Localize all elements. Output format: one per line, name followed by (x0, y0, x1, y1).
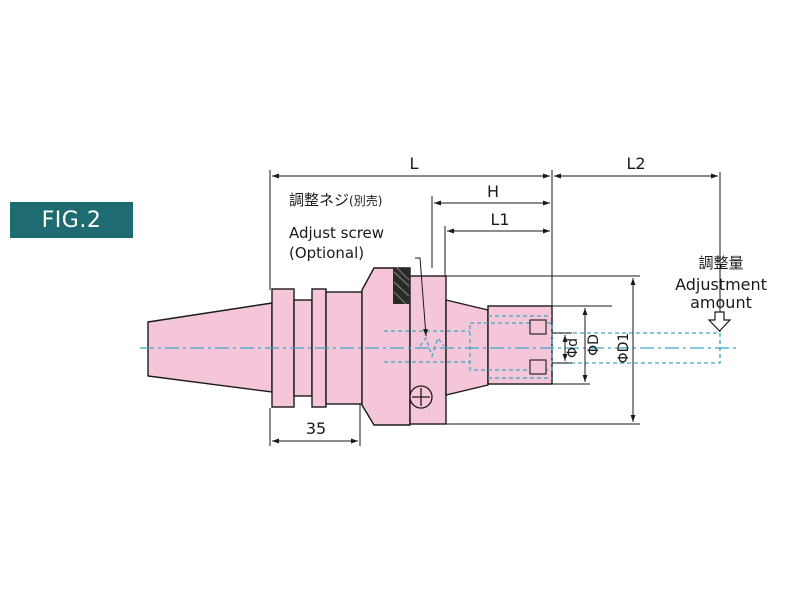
adjustment-arrow-icon (707, 311, 732, 332)
dimension-lines (272, 173, 718, 444)
figure-label: FIG.2 (10, 202, 133, 238)
adjust-screw-label-en: Adjust screw (289, 224, 384, 242)
label-L2: L2 (626, 154, 645, 173)
adjust-screw-leader (415, 257, 428, 337)
label-L1: L1 (490, 210, 509, 229)
label-phi-D1: ΦD1 (616, 333, 632, 364)
holder-body (147, 267, 553, 426)
extension-lines (269, 170, 721, 446)
label-phi-d: Φd (565, 338, 581, 358)
adjust-screw-label-optional: (Optional) (289, 244, 364, 262)
label-L: L (410, 154, 419, 173)
adjust-amount-label-amount: amount (690, 293, 752, 312)
knurled-ring (393, 267, 410, 305)
main-body (361, 267, 411, 426)
adjust-screw-label-jp: 調整ネジ(別売) (289, 191, 382, 209)
neck (325, 291, 363, 405)
hidden-lines (384, 315, 553, 379)
adjust-amount-label-jp: 調整量 (698, 254, 743, 272)
collet-jaws (529, 319, 547, 375)
label-35: 35 (306, 419, 326, 438)
cross-hole (409, 385, 433, 409)
label-H: H (487, 182, 499, 201)
label-phi-D: ΦD (586, 334, 602, 356)
adjust-amount-label-en: Adjustment (675, 275, 767, 294)
